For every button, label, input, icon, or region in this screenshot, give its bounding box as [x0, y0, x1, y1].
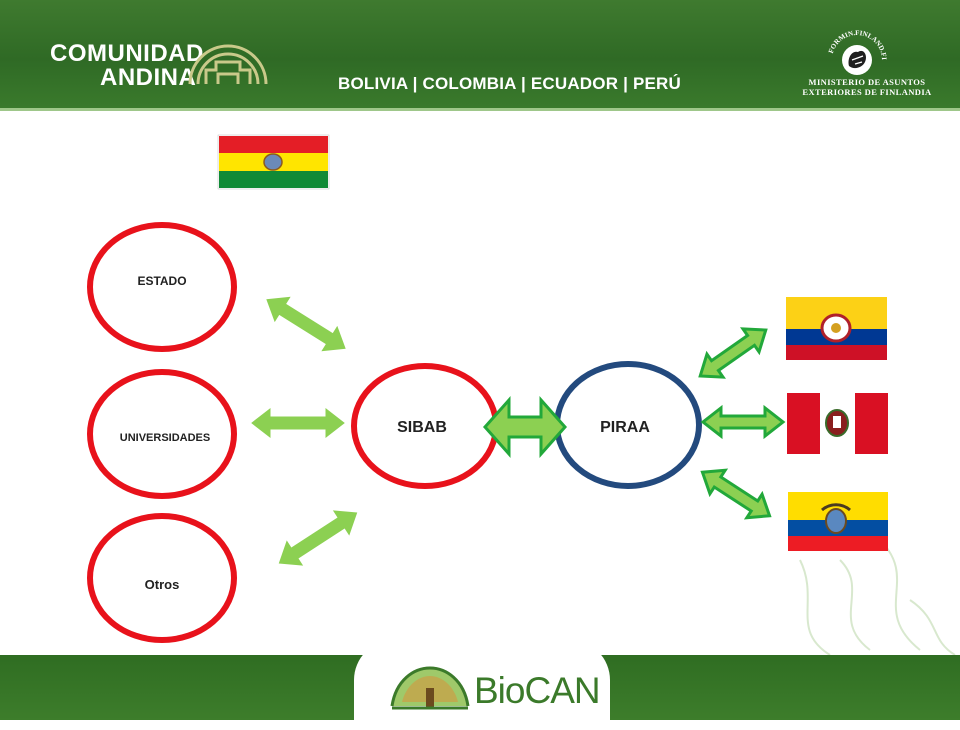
double-arrow-otros-sibab: [278, 510, 358, 566]
otros-label: Otros: [144, 577, 180, 592]
estado-circle: [87, 222, 237, 352]
double-arrow-piraa-peru: [700, 404, 786, 440]
bolivia-flag: [217, 134, 330, 190]
double-arrow-piraa-colombia: [698, 327, 768, 379]
org-name-line1: COMUNIDAD: [50, 40, 204, 67]
comunidad-andina-logo-icon: [188, 44, 268, 85]
ministry-line1: MINISTERIO DE ASUNTOS: [808, 77, 926, 87]
double-arrow-piraa-ecuador: [700, 468, 772, 520]
estado-label: ESTADO: [137, 274, 187, 288]
universidades-circle: [87, 369, 237, 499]
ministry-line2: EXTERIORES DE FINLANDIA: [802, 87, 932, 97]
sibab-label: SIBAB: [397, 419, 447, 436]
double-arrow-sibab-piraa: [482, 396, 568, 458]
finland-seal-icon: FORMIN.FINLAND.FI: [827, 29, 888, 75]
member-countries: BOLIVIA | COLOMBIA | ECUADOR | PERÚ: [338, 74, 682, 93]
decorative-swirl: [799, 539, 956, 656]
universidades-label: UNIVERSIDADES: [119, 432, 211, 444]
double-arrow-estado-sibab: [266, 296, 346, 352]
footer-logo-tab: [354, 640, 610, 730]
piraa-label: PIRAA: [600, 419, 650, 436]
otros-circle: [87, 513, 237, 643]
tree-logo-icon: [390, 666, 470, 710]
header-banner: [0, 0, 960, 108]
double-arrow-universidades-sibab: [251, 407, 345, 439]
colombia-flag: [786, 297, 887, 360]
ecuador-flag: [788, 492, 888, 551]
peru-flag: [787, 393, 888, 454]
biocan-brand: BioCAN: [474, 670, 601, 711]
header-divider: [0, 108, 960, 111]
org-name-line2: ANDINA: [100, 64, 197, 91]
